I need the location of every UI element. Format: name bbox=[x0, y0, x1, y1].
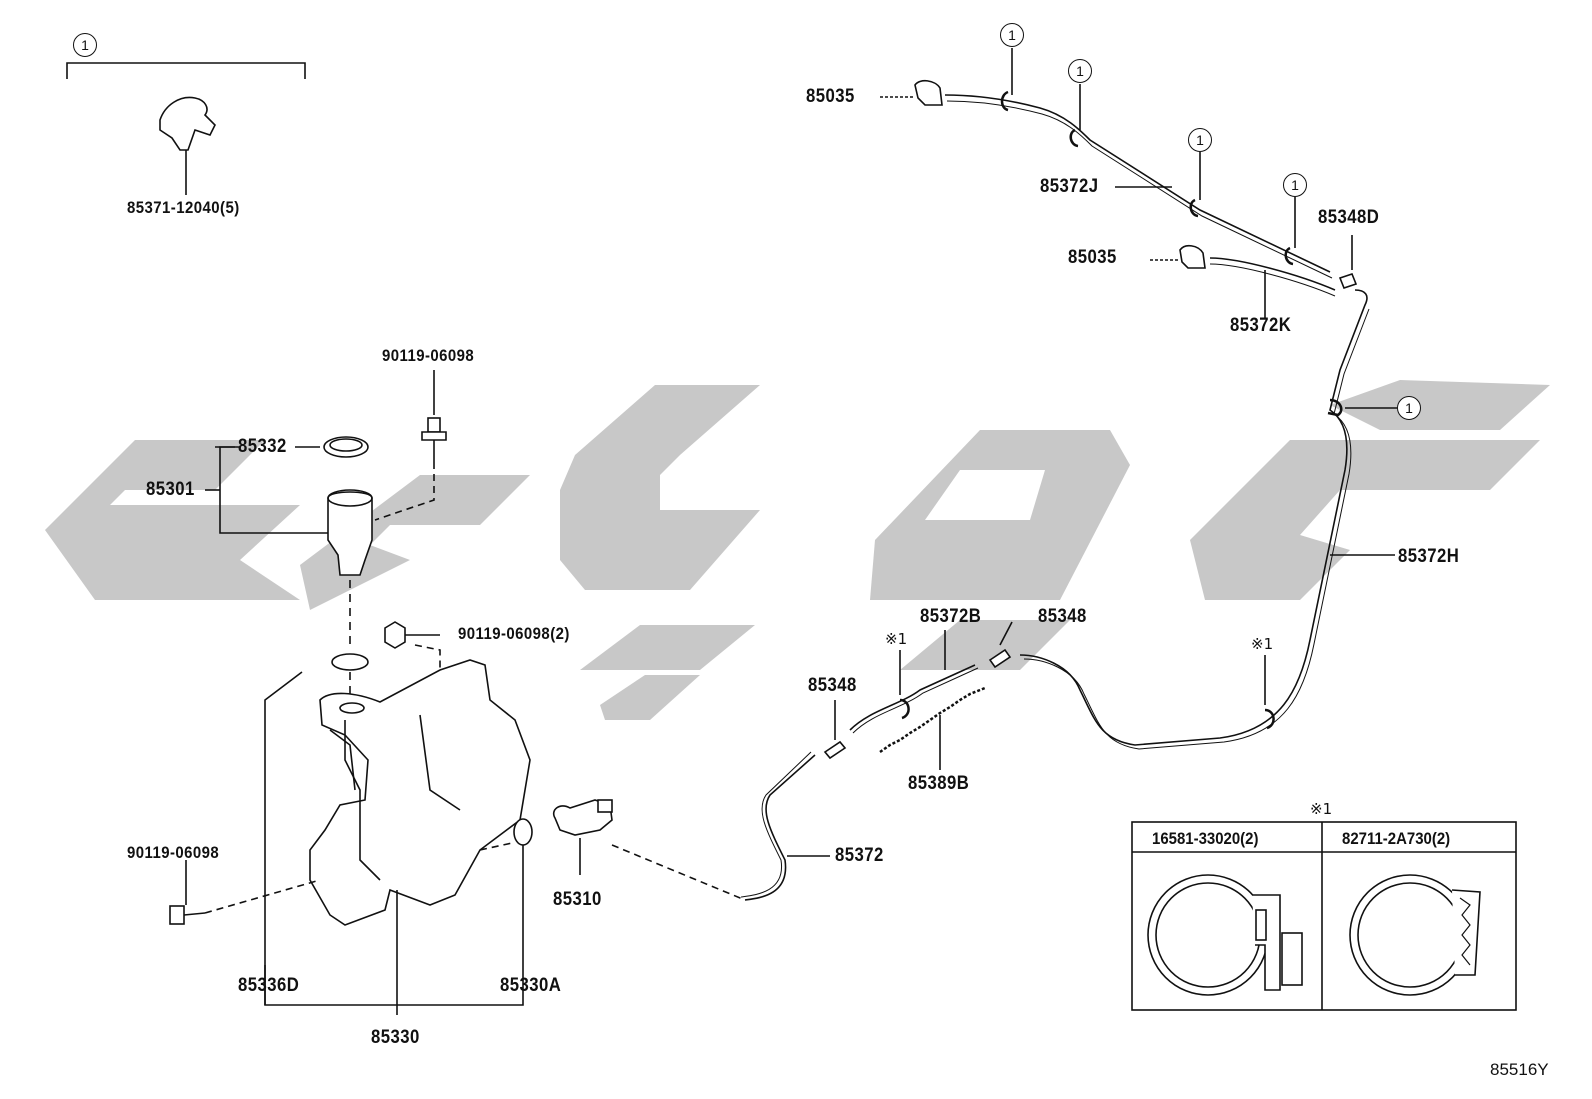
watermark-logo bbox=[45, 380, 1550, 720]
part-label-85372B[interactable]: 85372B bbox=[920, 606, 982, 627]
bolt-icon bbox=[427, 417, 441, 433]
nozzle-icon bbox=[914, 79, 943, 106]
cap-icon bbox=[323, 436, 369, 458]
part-label-85336D[interactable]: 85336D bbox=[238, 975, 300, 996]
grommet-icon bbox=[513, 818, 533, 846]
reservoir-tank-icon bbox=[309, 659, 531, 926]
ref-circle-5: 1 bbox=[1188, 128, 1212, 152]
part-label-85372J[interactable]: 85372J bbox=[1040, 176, 1099, 197]
part-label-85348-a[interactable]: 85348 bbox=[808, 675, 857, 696]
inset-title: ※1 bbox=[1310, 800, 1333, 818]
part-label-85035-a[interactable]: 85035 bbox=[806, 86, 855, 107]
part-label-85372H[interactable]: 85372H bbox=[1398, 546, 1460, 567]
part-label-85332[interactable]: 85332 bbox=[238, 436, 287, 457]
part-label-85371[interactable]: 85371-12040(5) bbox=[127, 198, 240, 217]
ref-circle-3: 1 bbox=[1000, 23, 1024, 47]
nozzle-icon bbox=[159, 96, 216, 151]
part-label-85035-b[interactable]: 85035 bbox=[1068, 247, 1117, 268]
ref-circle-2: 1 bbox=[1397, 396, 1421, 420]
ref-star-2: ※1 bbox=[1251, 635, 1274, 653]
part-label-85372[interactable]: 85372 bbox=[835, 845, 884, 866]
part-label-90119-2[interactable]: 90119-06098(2) bbox=[458, 624, 570, 643]
part-label-85348D[interactable]: 85348D bbox=[1318, 207, 1380, 228]
hose-clamp-icon bbox=[1451, 889, 1481, 976]
inset-col1-part[interactable]: 16581-33020(2) bbox=[1152, 829, 1259, 848]
part-label-85330[interactable]: 85330 bbox=[371, 1027, 420, 1048]
seal-ring-icon bbox=[331, 653, 369, 671]
ref-circle-6: 1 bbox=[1283, 173, 1307, 197]
part-label-85348-b[interactable]: 85348 bbox=[1038, 606, 1087, 627]
part-label-90119-low[interactable]: 90119-06098 bbox=[127, 843, 220, 862]
diagram-code: 85516Y bbox=[1490, 1060, 1549, 1079]
nozzle-icon bbox=[1179, 244, 1206, 269]
hose-clamp-icon bbox=[1252, 894, 1281, 991]
part-label-85330A[interactable]: 85330A bbox=[500, 975, 562, 996]
inset-col2-part[interactable]: 82711-2A730(2) bbox=[1342, 829, 1451, 848]
ref-circle-4: 1 bbox=[1068, 59, 1092, 83]
part-label-85310[interactable]: 85310 bbox=[553, 889, 602, 910]
part-label-85301[interactable]: 85301 bbox=[146, 479, 195, 500]
joint-icon bbox=[823, 740, 847, 760]
part-label-90119-top[interactable]: 90119-06098 bbox=[382, 346, 475, 365]
ref-circle-1: 1 bbox=[73, 33, 97, 57]
part-label-85372K[interactable]: 85372K bbox=[1230, 315, 1292, 336]
part-label-85389B[interactable]: 85389B bbox=[908, 773, 970, 794]
ref-star-1: ※1 bbox=[885, 630, 908, 648]
